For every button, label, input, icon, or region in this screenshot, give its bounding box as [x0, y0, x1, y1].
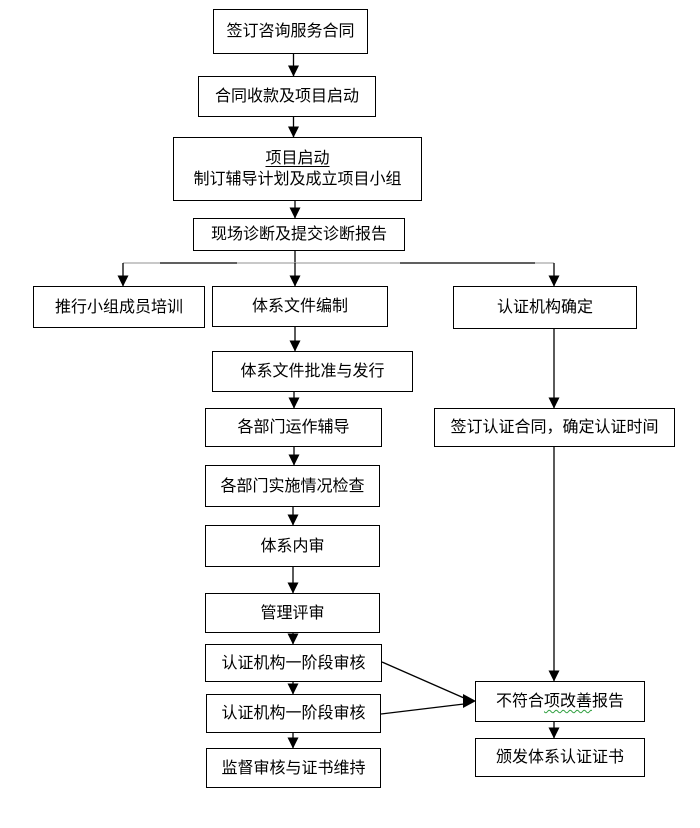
diagonal-stage1-to-ncreport [381, 661, 465, 699]
node-surveillance-label: 监督审核与证书维持 [221, 757, 366, 777]
node-stage1-audit-2: 认证机构一阶段审核 [206, 694, 381, 733]
nc-report-part2-misspelled: 项改善 [543, 691, 592, 711]
node-cert-contract: 签订认证合同，确定认证时间 [434, 408, 675, 447]
node-project-start-detail: 制订辅导计划及成立项目小组 [193, 169, 402, 188]
node-doc-approve-label: 体系文件批准与发行 [240, 361, 385, 381]
node-issue-cert: 颁发体系认证证书 [475, 738, 645, 777]
nc-report-part3: 报告 [592, 691, 625, 711]
node-doc-prepare: 体系文件编制 [212, 286, 388, 327]
node-project-start-title: 项目启动 [265, 148, 330, 168]
nc-report-part1: 不符合 [495, 691, 544, 711]
node-sign-contract: 签订咨询服务合同 [213, 9, 368, 54]
node-team-training: 推行小组成员培训 [33, 286, 205, 328]
node-payment-start-label: 合同收款及项目启动 [214, 86, 359, 106]
node-diagnosis: 现场诊断及提交诊断报告 [193, 218, 405, 251]
node-cert-body-select-label: 认证机构确定 [496, 297, 593, 317]
node-sign-contract-label: 签订咨询服务合同 [226, 21, 355, 41]
node-cert-contract-label: 签订认证合同，确定认证时间 [450, 417, 659, 437]
node-doc-prepare-label: 体系文件编制 [251, 296, 348, 316]
node-dept-coach: 各部门运作辅导 [205, 408, 382, 447]
node-stage1-audit: 认证机构一阶段审核 [205, 644, 382, 682]
node-cert-body-select: 认证机构确定 [453, 286, 637, 329]
node-dept-coach-label: 各部门运作辅导 [237, 417, 350, 437]
node-team-training-label: 推行小组成员培训 [54, 296, 183, 316]
node-dept-check-label: 各部门实施情况检查 [220, 475, 365, 495]
node-surveillance: 监督审核与证书维持 [206, 748, 381, 788]
node-dept-check: 各部门实施情况检查 [205, 465, 380, 507]
node-internal-audit: 体系内审 [205, 525, 380, 567]
node-issue-cert-label: 颁发体系认证证书 [495, 747, 624, 767]
node-project-start: 项目启动 制订辅导计划及成立项目小组 [173, 137, 422, 201]
node-doc-approve: 体系文件批准与发行 [212, 351, 413, 392]
diagonal-stage1b-to-ncreport [380, 703, 465, 715]
node-internal-audit-label: 体系内审 [260, 535, 325, 555]
node-stage1-audit-label: 认证机构一阶段审核 [221, 652, 366, 672]
node-stage1-audit-2-label: 认证机构一阶段审核 [221, 703, 366, 723]
node-payment-start: 合同收款及项目启动 [198, 76, 376, 117]
node-mgmt-review-label: 管理评审 [260, 602, 325, 622]
node-nc-report: 不符合项改善报告 [475, 681, 645, 722]
node-nc-report-label: 不符合项改善报告 [496, 691, 624, 712]
node-mgmt-review: 管理评审 [205, 593, 380, 633]
node-diagnosis-label: 现场诊断及提交诊断报告 [210, 224, 387, 244]
